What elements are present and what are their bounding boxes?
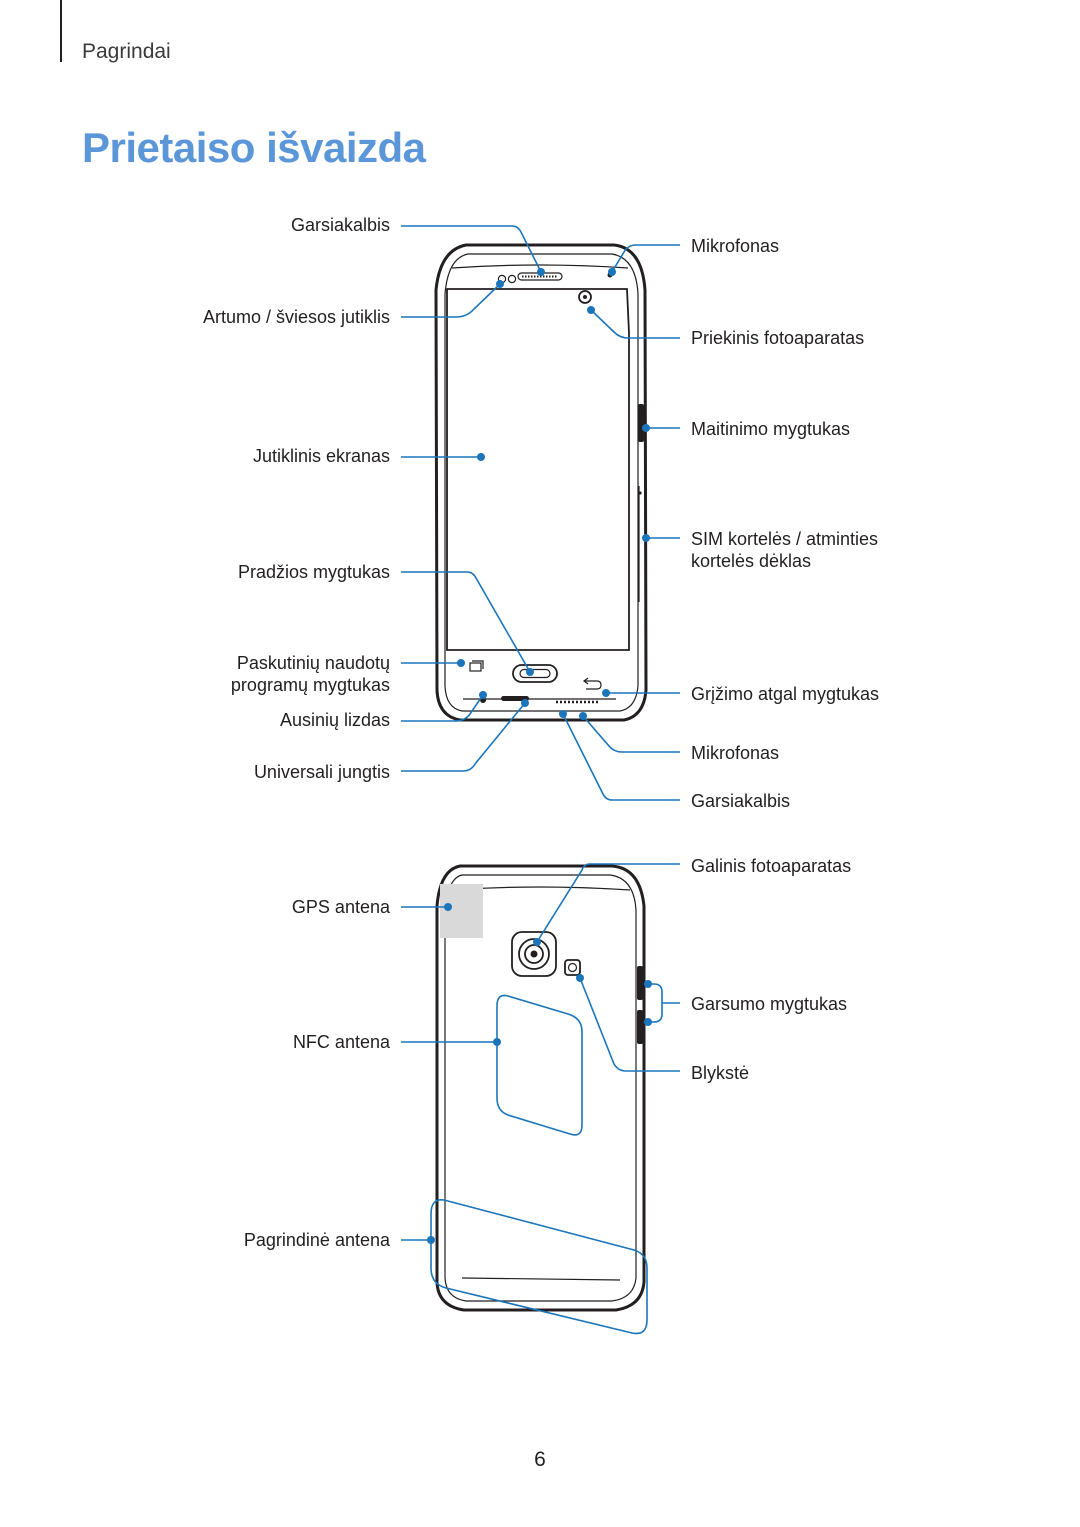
label-microphone-bottom: Mikrofonas	[691, 743, 780, 763]
label-back-key: Grįžimo atgal mygtukas	[691, 684, 880, 704]
label-speaker-bottom: Garsiakalbis	[691, 791, 791, 811]
nfc-antenna-outline	[496, 994, 583, 1136]
gps-antenna-area	[440, 884, 483, 938]
label-speaker: Garsiakalbis	[290, 215, 390, 235]
back-view-device	[435, 864, 646, 1312]
front-view-device	[434, 243, 648, 722]
label-power-key: Maitinimo mygtukas	[691, 419, 851, 439]
label-recent-apps-line1: Paskutinių naudotų	[236, 653, 390, 673]
label-home-key: Pradžios mygtukas	[237, 562, 390, 582]
label-sim-tray-line2: kortelės dėklas	[691, 551, 812, 571]
main-antenna-outline	[430, 1198, 648, 1335]
label-gps-antenna: GPS antena	[291, 897, 390, 917]
label-volume-key: Garsumo mygtukas	[691, 994, 848, 1014]
page-title: Prietaiso išvaizda	[82, 124, 426, 171]
label-front-camera: Priekinis fotoaparatas	[691, 328, 865, 348]
label-rear-camera: Galinis fotoaparatas	[691, 856, 852, 876]
label-flash: Blykstė	[691, 1063, 750, 1083]
label-recent-apps-line2: programų mygtukas	[230, 675, 390, 695]
label-multipurpose-jack: Universali jungtis	[253, 762, 390, 782]
label-sim-tray-line1: SIM kortelės / atminties	[691, 529, 879, 549]
label-main-antenna: Pagrindinė antena	[243, 1230, 390, 1250]
section-rule	[60, 0, 62, 62]
callout-lines	[401, 225, 680, 1244]
label-headset-jack: Ausinių lizdas	[279, 710, 390, 730]
section-label: Pagrindai	[82, 40, 171, 63]
label-touchscreen: Jutiklinis ekranas	[252, 446, 390, 466]
label-microphone-top: Mikrofonas	[691, 236, 780, 256]
page-number: 6	[534, 1448, 546, 1471]
label-proximity-sensor: Artumo / šviesos jutiklis	[202, 307, 390, 327]
label-nfc-antenna: NFC antena	[292, 1032, 390, 1052]
